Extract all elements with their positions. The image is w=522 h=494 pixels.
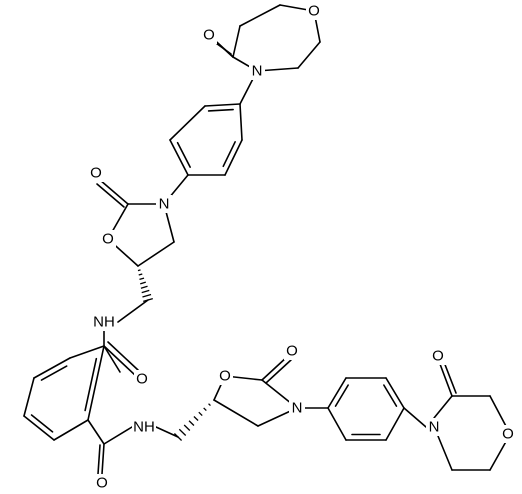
oxaz-bottom-stereo-hash — [198, 411, 203, 416]
svg-text:O: O — [136, 371, 148, 388]
atom-o-oxazolidinone-top-carbonyl: O — [88, 164, 104, 182]
svg-text:O: O — [432, 348, 444, 365]
atom-o-morph-top-ring: O — [306, 2, 322, 20]
phenyl-bottom-2-aromatic — [383, 384, 398, 407]
svg-text:N: N — [292, 400, 303, 417]
phenyl-top-bond — [169, 139, 189, 176]
morph-bottom-c5-n — [437, 435, 453, 471]
svg-text:N: N — [429, 419, 440, 436]
oxaz-top-stereo-hash — [138, 273, 143, 276]
svg-text:NH: NH — [93, 314, 115, 331]
phenyl-bottom-bond — [385, 377, 405, 409]
oxaz-top-stereo-hash — [139, 277, 145, 281]
phenyl-bottom-to-n-morph — [403, 407, 427, 428]
morph-bottom-c2-o — [489, 395, 509, 431]
morph-bottom-ketone — [439, 363, 453, 397]
core-to-amide-bottom — [87, 419, 105, 445]
oxaz-bottom-stereo-hash — [188, 420, 195, 426]
oxaz-top-stereo-hash — [141, 289, 150, 294]
svg-text:O: O — [203, 27, 215, 44]
ch2-to-nh-top — [117, 299, 149, 323]
atom-n-oxazolidinone-bottom: N — [289, 399, 305, 417]
amide-bottom-c-nh — [103, 426, 133, 445]
svg-text:N: N — [252, 63, 263, 80]
svg-text:O: O — [308, 3, 320, 20]
atom-o-oxazolidinone-bottom-carbonyl: O — [284, 342, 300, 360]
amide-bottom-co-2 — [97, 444, 101, 475]
benzene-core-bond — [69, 345, 105, 359]
oxaz-bottom-stereo-hash — [183, 424, 191, 431]
oxaz-bottom-stereo-hash — [208, 403, 211, 407]
atom-nh-amide-top: NH — [92, 313, 116, 331]
atom-o-oxazolidinone-bottom-ring: O — [217, 367, 233, 385]
phenyl-top-0-aromatic — [207, 108, 234, 112]
benzene-core-bond — [53, 419, 89, 441]
amide-top-co — [103, 345, 137, 377]
oxaz-top-carbonyl — [99, 179, 129, 205]
morph-top-c5-c6 — [297, 41, 321, 69]
morph-top-c2-o — [239, 4, 281, 27]
atom-nh-amide-bottom: NH — [132, 418, 156, 436]
oxaz-top-c5-c4 — [137, 241, 175, 267]
phenyl-top-bond — [239, 103, 243, 141]
atom-n-oxazolidinone-top: N — [156, 195, 172, 213]
phenyl-top-2-aromatic — [176, 141, 191, 168]
morph-bottom-ketone-2 — [443, 361, 457, 394]
atom-n-morph-bottom: N — [426, 418, 442, 436]
phenyl-top-bond — [204, 103, 241, 107]
atom-n-morph-top: N — [249, 62, 265, 80]
phenyl-top-bond — [169, 105, 206, 141]
benzene-core-3-aromatic — [30, 414, 54, 433]
svg-text:O: O — [90, 165, 102, 182]
morph-bottom-o-c6 — [489, 437, 509, 471]
morph-top-c3-c2 — [232, 25, 241, 58]
atom-o-morph-top-ketone: O — [201, 26, 217, 44]
amide-bottom-co — [101, 443, 105, 475]
benzene-core-5-aromatic — [84, 357, 98, 412]
nh-bottom-ch2 — [155, 426, 179, 438]
oxaz-bottom-carbonyl-2 — [265, 359, 292, 384]
atom-o-morph-bottom-ring: O — [500, 425, 516, 443]
phenyl-bottom-bond — [327, 377, 347, 409]
svg-text:O: O — [286, 343, 298, 360]
oxaz-bottom-stereo-hash — [173, 433, 183, 441]
amide-top-carbonyl-line — [103, 345, 121, 373]
phenyl-top-4-aromatic — [222, 141, 236, 168]
oxaz-bottom-c4-c5 — [213, 399, 259, 427]
oxaz-top-stereo-hash — [140, 285, 148, 289]
phenyl-top-bond — [224, 139, 243, 176]
oxaz-top-stereo-hash — [137, 269, 141, 272]
phenyl-bottom-bond — [327, 407, 347, 441]
bond-lines — [23, 4, 509, 475]
svg-text:O: O — [102, 231, 114, 248]
oxaz-bottom-stereo-hash — [193, 416, 199, 421]
oxaz-top-stereo-hash — [142, 293, 152, 298]
oxaz-bottom-stereo-hash — [178, 428, 187, 436]
atom-o-morph-bottom-ketone: O — [430, 347, 446, 365]
oxaz-bottom-stereo-hash — [203, 407, 207, 412]
benzene-core-bond — [23, 415, 55, 441]
benzene-core-1-aromatic — [40, 365, 68, 381]
atom-labels: O O N O N O NH O NH O O O N O N O — [88, 2, 516, 492]
benzene-core-bond — [87, 345, 105, 421]
morph-bottom-n-c3 — [433, 395, 453, 419]
svg-text:O: O — [219, 368, 231, 385]
oxaz-top-stereo-hash — [140, 281, 146, 285]
phenyl-bottom-bond — [385, 407, 405, 441]
benzene-core-bond — [33, 357, 71, 379]
svg-text:NH: NH — [133, 419, 155, 436]
atom-o-amide-bottom: O — [94, 474, 110, 492]
svg-text:O: O — [96, 475, 108, 492]
svg-text:O: O — [502, 426, 514, 443]
amide-top-co-2 — [107, 341, 139, 371]
oxaz-bottom-carbonyl — [261, 355, 289, 381]
phenyl-bottom-0-aromatic — [334, 384, 349, 407]
atom-o-amide-top: O — [134, 370, 150, 388]
svg-text:N: N — [159, 196, 170, 213]
atom-o-oxazolidinone-top-ring: O — [100, 230, 116, 248]
oxaz-top-carbonyl-2 — [96, 183, 125, 208]
benzene-core-bond — [23, 377, 35, 417]
